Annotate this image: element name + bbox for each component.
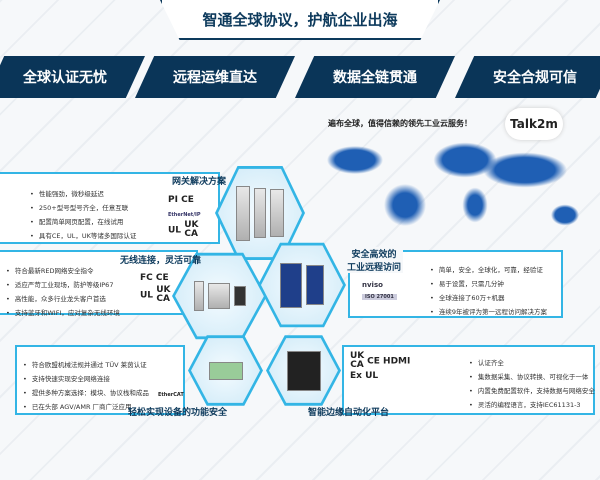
bullet: 已在头部 AGV/AMR 厂商广泛应用 <box>23 401 183 411</box>
band-global-cert: 全球认证无忧 <box>0 56 145 98</box>
bullet: 适应严苛工业现场，防护等级IP67 <box>6 279 196 289</box>
edge-panel: 认证齐全集数据采集、协议转换、可视化于一体内置免费配置软件，支持数据与网络安全灵… <box>342 345 595 415</box>
gateway-panel: 性能强劲，微秒级延迟 250+型号型号齐全，任意互联配置简单网页配置，在线试用具有… <box>0 172 220 244</box>
safety-title: 轻松实现设备的功能安全 <box>128 408 228 418</box>
bullet: 连续9年被评为第一远程访问解决方案 <box>430 306 561 316</box>
ul-logo: UL <box>168 225 182 236</box>
bullet: 内置免费配置软件，支持数据与网络安全 <box>469 385 595 395</box>
bullet: 提供多种方案选择：模块、协议栈和成品 <box>23 387 183 397</box>
bullet: 支持蓝牙和WIFI，应对复杂无线环境 <box>6 307 196 317</box>
remote-title: 安全高效的工业远程访问 <box>345 247 404 273</box>
header-banner: 智通全球协议，护航企业出海 <box>160 0 440 40</box>
bullet: 简单，安全，全球化，可靠，经验证 <box>430 264 561 274</box>
edge-product-hex <box>266 335 341 406</box>
band-label: 全球认证无忧 <box>23 70 107 86</box>
safety-panel: 符合欧盟机械法规并通过 TÜV 莱茵认证支持快速实现安全网络连接提供多种方案选择… <box>15 345 185 415</box>
nviso-logo: nviso <box>362 281 383 289</box>
band-data-chain: 数据全链贯通 <box>295 56 455 98</box>
brand-text: Talk2m <box>510 117 558 131</box>
gateway-cert-logos: PI CE EtherNet/IP UL UK CA <box>168 194 201 239</box>
ce-logo: CE <box>155 273 169 283</box>
band-security: 安全合规可信 <box>455 56 600 98</box>
gateway-product-hex <box>215 166 305 260</box>
page-title: 智通全球协议，护航企业出海 <box>202 10 398 29</box>
bullet: 符合最新RED网络安全指令 <box>6 265 196 275</box>
edge-cert-logos: UK CA CE HDMI Ex UL <box>350 352 410 384</box>
remote-title-line1: 安全高效的 <box>351 250 397 260</box>
bullet: 全球连接了60万+机器 <box>430 292 561 302</box>
bullet: 具有CE，UL，UK等诸多国际认证 <box>30 230 218 240</box>
ukca-logo: UK CA <box>350 351 365 370</box>
ce-logo: CE <box>367 356 380 367</box>
ukca-logo: UK CA <box>156 284 171 304</box>
ul-logo: UL <box>365 371 379 381</box>
bullet: 易于设置，只需几分钟 <box>430 278 561 288</box>
hdmi-logo: HDMI <box>383 356 411 367</box>
ukca-logo: UK CA <box>184 220 199 239</box>
profinet-logo: PI <box>168 195 178 205</box>
ethercat-logo: EtherCAT <box>158 392 184 398</box>
safety-product-hex <box>188 335 263 406</box>
remote-title-line2: 工业远程访问 <box>347 263 402 273</box>
gateway-title: 网关解决方案 <box>172 177 227 187</box>
fcc-logo: FC <box>140 273 153 283</box>
band-label: 安全合规可信 <box>493 70 577 86</box>
bullet: 配置简单网页配置，在线试用 <box>30 216 218 226</box>
bullet: 集数据采集、协议转换、可视化于一体 <box>469 371 593 381</box>
wireless-panel: 符合最新RED网络安全指令适应严苛工业现场，防护等级IP67 高性能，众多行业龙头… <box>0 250 198 317</box>
bullet: 符合欧盟机械法规并通过 TÜV 莱茵认证 <box>23 359 183 369</box>
bullet: 性能强劲，微秒级延迟 <box>30 188 218 198</box>
map-slogan: 遍布全球，值得信赖的领先工业云服务！ <box>328 119 472 128</box>
bullet: 支持快速实现安全网络连接 <box>23 373 183 383</box>
bullet: 灵活的编程语言，支持IEC61131-3 <box>469 399 593 409</box>
iso27001-logo: ISO 27001 <box>362 293 397 300</box>
talk2m-logo: Talk2m <box>505 108 563 140</box>
bullet: 高性能，众多行业龙头客户首选 <box>6 293 196 303</box>
world-map <box>315 135 595 235</box>
band-label: 远程运维直达 <box>173 70 257 86</box>
band-label: 数据全链贯通 <box>333 70 417 86</box>
bullet: 250+型号型号齐全，任意互联 <box>30 202 218 212</box>
edge-title: 智能边缘自动化平台 <box>308 408 390 418</box>
ul-logo: UL <box>140 290 154 300</box>
band-remote-ops: 远程运维直达 <box>135 56 295 98</box>
ethernetip-logo: EtherNet/IP <box>168 211 201 218</box>
atex-logo: Ex <box>350 371 362 381</box>
bullet: 认证齐全 <box>469 357 593 367</box>
wireless-title: 无线连接，灵活可靠 <box>120 256 202 266</box>
ce-logo: CE <box>181 195 194 205</box>
